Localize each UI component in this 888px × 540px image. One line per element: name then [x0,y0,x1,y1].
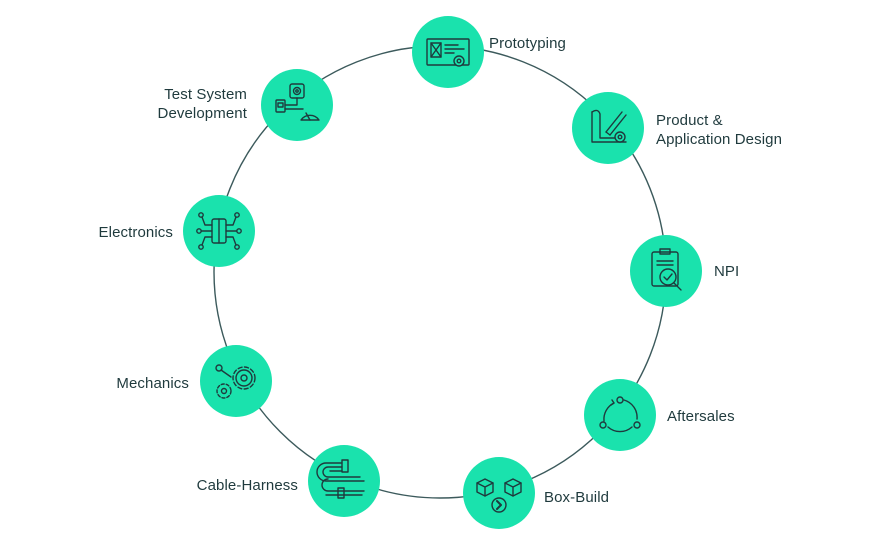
node-box-build[interactable] [463,457,535,529]
label-product-application-design: Product & Application Design [656,111,782,149]
label-line: Product & [656,112,723,129]
cycle-nodes-icon [599,396,641,433]
gears-icon [215,364,256,399]
label-line: Aftersales [667,408,735,425]
label-box-build: Box-Build [544,488,609,507]
boxes-arrow-icon [476,478,522,513]
label-line: NPI [714,263,740,280]
label-line: Cable-Harness [196,477,298,494]
cable-harness-icon [316,459,365,499]
label-line: Electronics [98,224,173,241]
label-line: Prototyping [489,35,566,52]
label-mechanics: Mechanics [116,374,189,393]
node-circle [572,92,644,164]
label-line: Mechanics [116,375,189,392]
design-tools-icon [591,109,627,143]
label-line: Development [157,105,247,122]
node-circle [412,16,484,88]
node-test-system-development[interactable] [261,69,333,141]
node-aftersales[interactable] [584,379,656,451]
node-circle [584,379,656,451]
node-mechanics[interactable] [200,345,272,417]
label-electronics: Electronics [99,223,173,242]
label-npi: NPI [714,262,739,281]
node-product-application-design[interactable] [572,92,644,164]
label-test-system-development: Test System Development [158,85,247,123]
node-prototyping[interactable] [412,16,484,88]
label-line: Box-Build [544,489,610,506]
label-prototyping: Prototyping [489,34,566,53]
label-line: Application Design [656,131,783,148]
label-aftersales: Aftersales [667,407,735,426]
label-cable-harness: Cable-Harness [197,476,298,495]
node-npi[interactable] [630,235,702,307]
node-electronics[interactable] [183,195,255,267]
prototyping-icon [426,38,470,67]
node-circle [463,457,535,529]
test-gauge-icon [275,83,320,121]
clipboard-check-icon [651,248,682,291]
label-line: Test System [164,86,247,103]
node-cable-harness[interactable] [308,445,380,517]
circuit-chip-icon [196,212,242,250]
